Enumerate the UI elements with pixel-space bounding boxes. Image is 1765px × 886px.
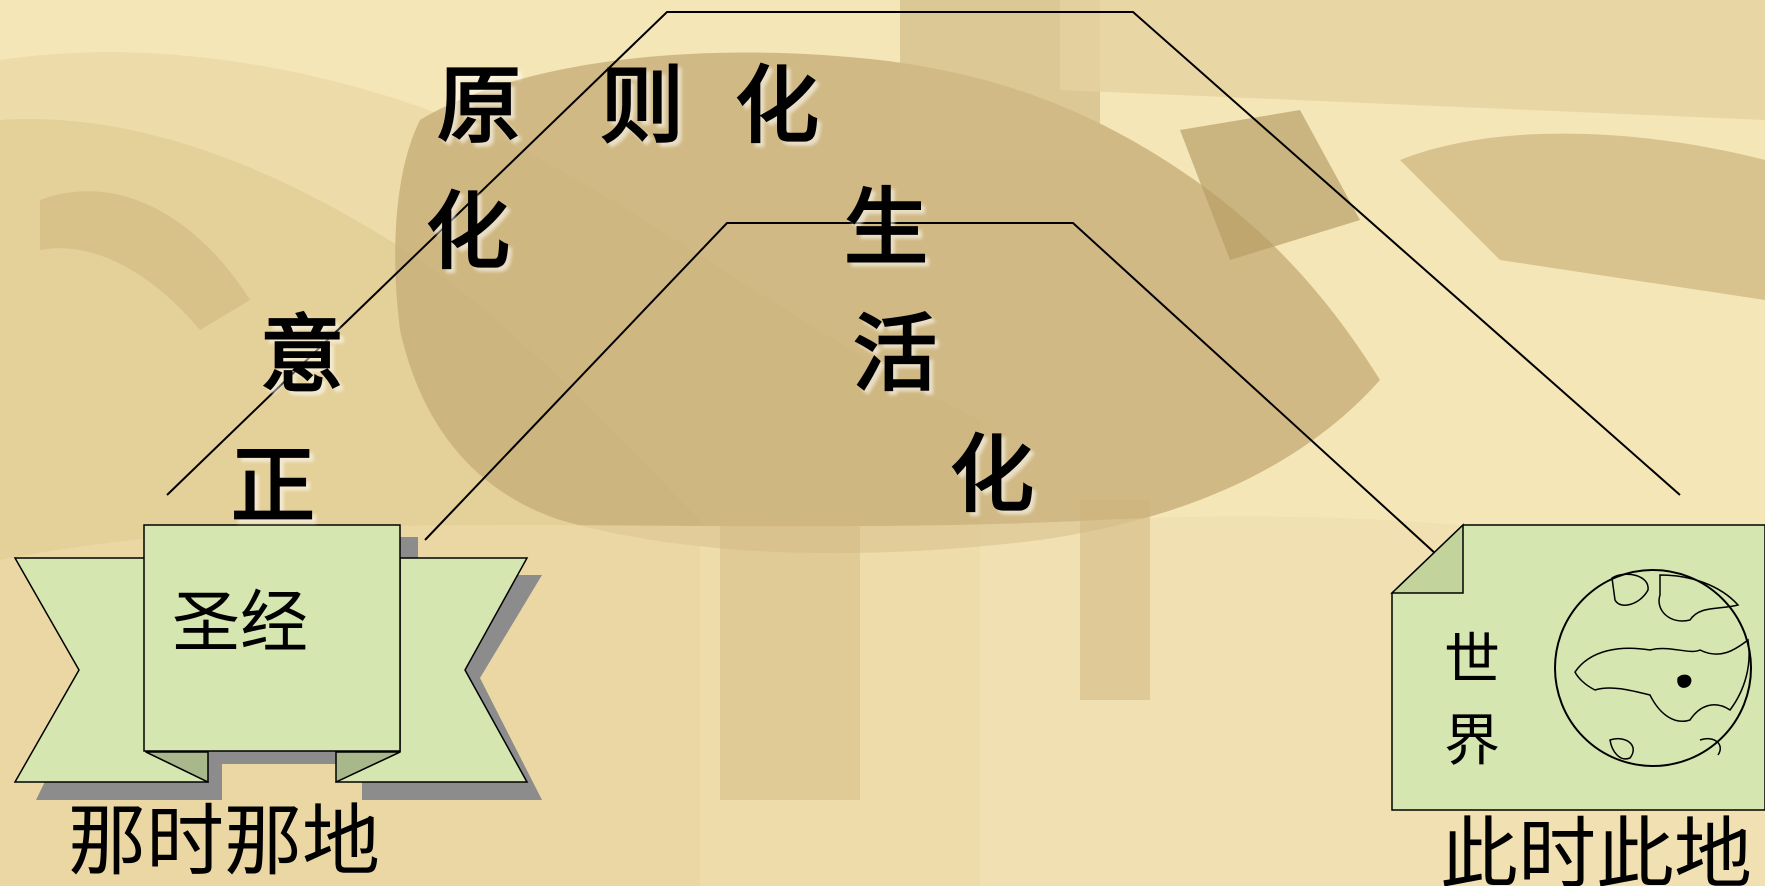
- outer-path-char-2: 意: [260, 306, 345, 404]
- outer-path-line: [166, 11, 1681, 496]
- banner-icon: [13, 524, 542, 800]
- outer-path-char-3: 化: [426, 183, 511, 281]
- outer-path-char-6: 化: [735, 57, 820, 155]
- outer-path-char-4: 原: [437, 57, 522, 155]
- outer-path-char-1: 正: [231, 437, 316, 535]
- left-location-label: 那时那地: [68, 797, 381, 886]
- right-location-label: 此时此地: [1440, 810, 1753, 886]
- inner-path-char-1: 生: [844, 179, 929, 277]
- document-label-line1: 世: [1444, 628, 1500, 693]
- inner-path-line: [424, 222, 1438, 556]
- outer-path-char-5: 则: [600, 57, 685, 155]
- banner-label: 圣经: [172, 584, 309, 663]
- inner-path-char-2: 活: [853, 305, 938, 403]
- inner-path-char-3: 化: [950, 426, 1035, 524]
- document-label-line2: 界: [1444, 709, 1500, 774]
